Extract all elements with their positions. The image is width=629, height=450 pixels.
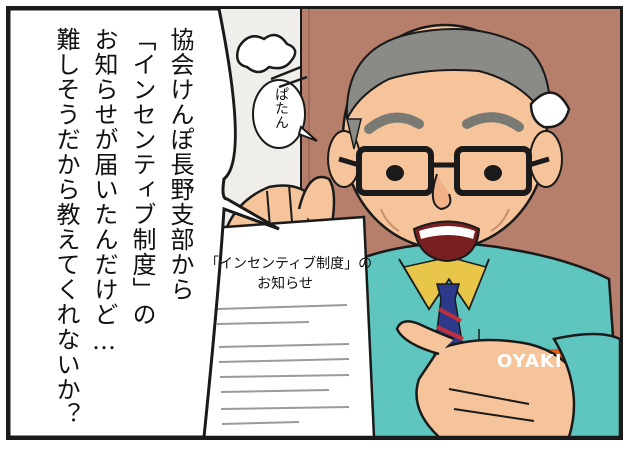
- comic-panel: 協会けんぽ長野支部から 「インセンティブ制度」の お知らせが届いたんだけど… 難…: [6, 6, 623, 440]
- notice-document: [195, 215, 376, 437]
- speech-line-4: 難しそうだから教えてくれないか？: [52, 27, 80, 427]
- speech-line-3: お知らせが届いたんだけど…: [90, 27, 118, 356]
- scene-illustration: [9, 9, 620, 437]
- puff-icon: [236, 33, 308, 89]
- speech-line-1: 協会けんぽ長野支部から: [166, 27, 194, 302]
- speech-bubble: [9, 9, 280, 437]
- sound-effect-text: ぱたん: [273, 87, 289, 129]
- sweat-drop: [529, 91, 571, 129]
- sfx-bubble: [252, 79, 306, 149]
- uniform-logo: OYAKI: [497, 351, 563, 372]
- speech-line-2: 「インセンティブ制度」の: [128, 27, 156, 327]
- hand-pointing: [395, 320, 620, 437]
- document-title-line-2: お知らせ: [257, 276, 313, 292]
- character-head: [327, 23, 563, 263]
- document-title-line-1: 「インセンティブ制度」の: [205, 256, 373, 272]
